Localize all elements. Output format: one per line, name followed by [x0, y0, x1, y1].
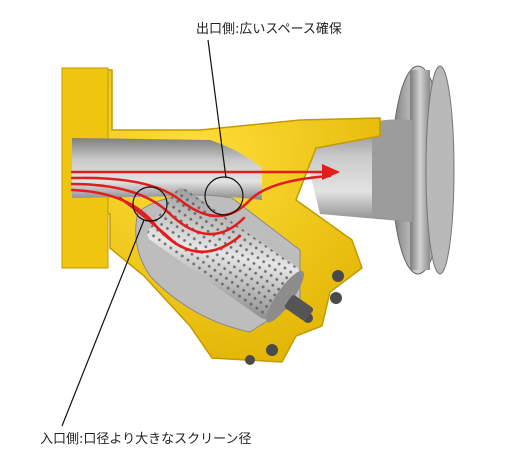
outlet-side-callout: 出口側:広いスペース確保 — [196, 22, 342, 37]
cover-bolts — [245, 270, 344, 365]
outlet-flange — [391, 65, 455, 275]
inlet-side-callout: 入口側:口径より大きなスクリーン径 — [40, 432, 252, 447]
inlet-channel — [72, 138, 262, 200]
drain-plug — [284, 295, 314, 321]
callout-markers — [61, 39, 244, 427]
strainer-screen — [147, 188, 304, 323]
